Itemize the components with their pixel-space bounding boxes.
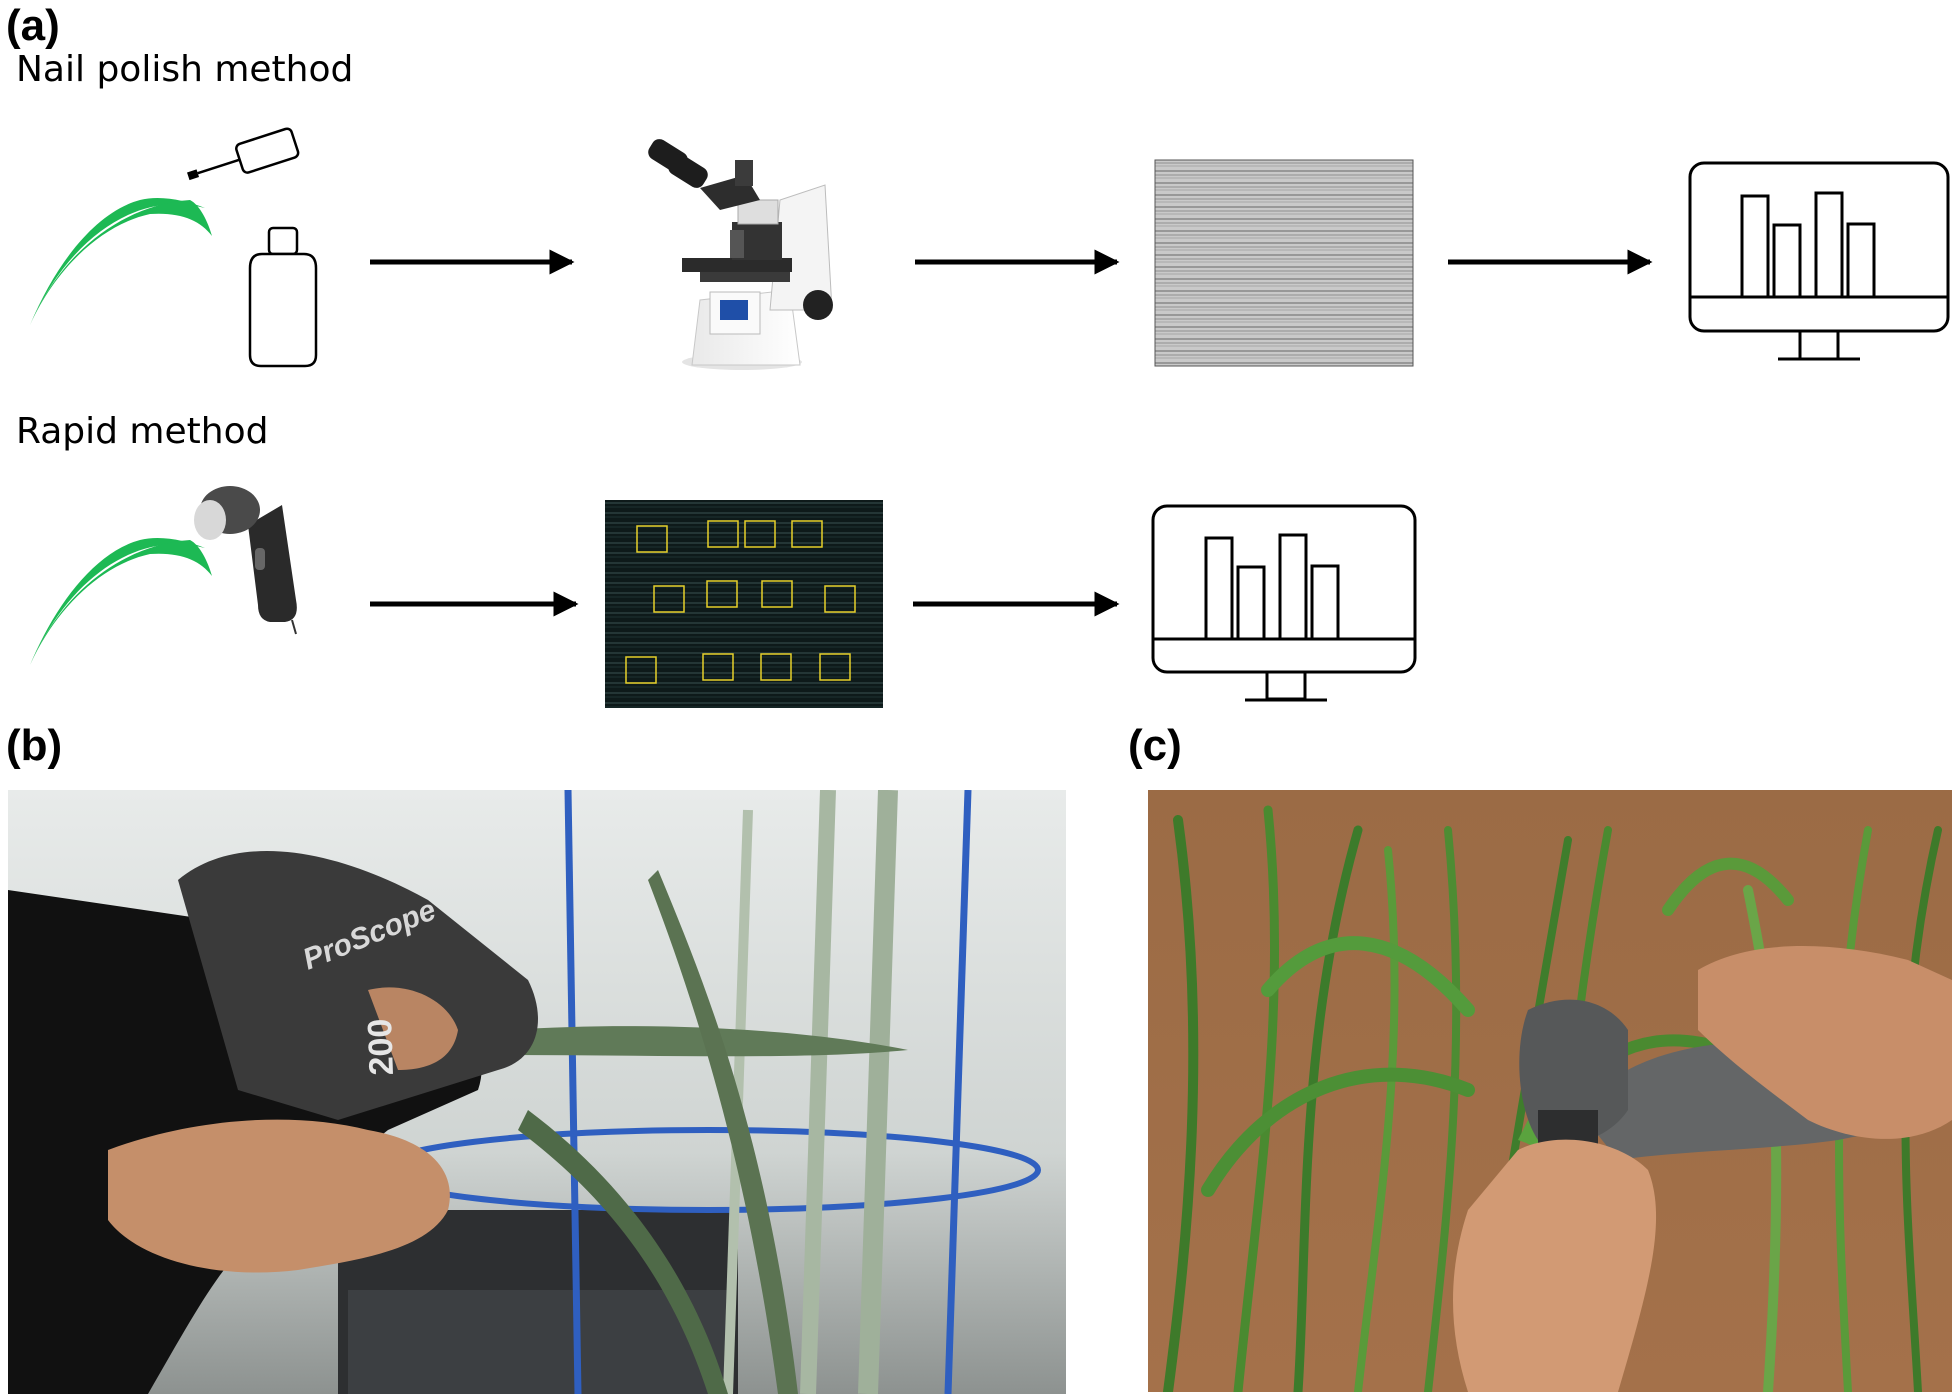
- row-label-rapid: Rapid method: [16, 411, 269, 452]
- leaf-icon-rapid: [30, 537, 212, 665]
- panel-label-b: (b): [6, 721, 63, 770]
- photo-field: [1148, 790, 1952, 1392]
- photo-greenhouse: ProScope 200: [8, 790, 1066, 1394]
- leaf-icon: [30, 197, 212, 325]
- panel-label-a: (a): [6, 1, 60, 50]
- scope-zoom-text: 200: [361, 1018, 401, 1076]
- stomata-detection-image: [605, 500, 883, 708]
- nail-polish-bottle-icon: [248, 226, 318, 368]
- monitor-chart-icon-rapid: [1151, 504, 1417, 702]
- usb-microscope-icon: [194, 486, 297, 635]
- nail-polish-brush-icon: [187, 127, 300, 181]
- micrograph-cells-image: [1154, 159, 1414, 367]
- monitor-chart-icon: [1688, 161, 1950, 361]
- panel-label-c: (c): [1128, 721, 1182, 770]
- detection-boxes: [625, 520, 856, 684]
- row-label-nail-polish: Nail polish method: [16, 49, 354, 90]
- microscope-image: [648, 139, 833, 370]
- workflow-diagram: [30, 127, 1950, 708]
